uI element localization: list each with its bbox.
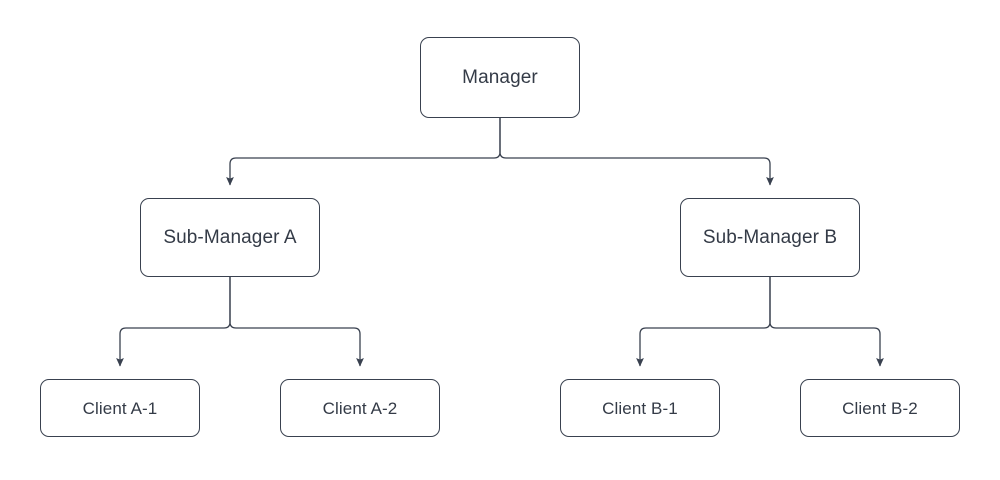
node-client-a-1[interactable]: Client A-1 — [40, 379, 200, 437]
node-sub-manager-a[interactable]: Sub-Manager A — [140, 198, 320, 277]
edge-sub-manager-b-client-b-2 — [769, 277, 884, 367]
node-client-b-1-label: Client B-1 — [602, 398, 678, 418]
edge-manager-sub-manager-a — [226, 118, 501, 186]
node-client-a-1-label: Client A-1 — [82, 398, 158, 418]
node-sub-manager-a-label: Sub-Manager A — [163, 227, 297, 248]
node-sub-manager-b-label: Sub-Manager B — [702, 227, 838, 248]
edge-sub-manager-a-client-a-2 — [229, 277, 364, 367]
node-client-a-2-label: Client A-2 — [322, 398, 398, 418]
node-client-b-2[interactable]: Client B-2 — [800, 379, 960, 437]
node-sub-manager-b[interactable]: Sub-Manager B — [680, 198, 860, 277]
node-client-a-2[interactable]: Client A-2 — [280, 379, 440, 437]
node-manager[interactable]: Manager — [420, 37, 580, 118]
node-client-b-2-label: Client B-2 — [842, 398, 918, 418]
node-manager-label: Manager — [462, 67, 538, 88]
edge-sub-manager-a-client-a-1 — [116, 277, 231, 367]
edge-manager-sub-manager-b — [499, 118, 774, 186]
node-client-b-1[interactable]: Client B-1 — [560, 379, 720, 437]
edge-sub-manager-b-client-b-1 — [636, 277, 771, 367]
